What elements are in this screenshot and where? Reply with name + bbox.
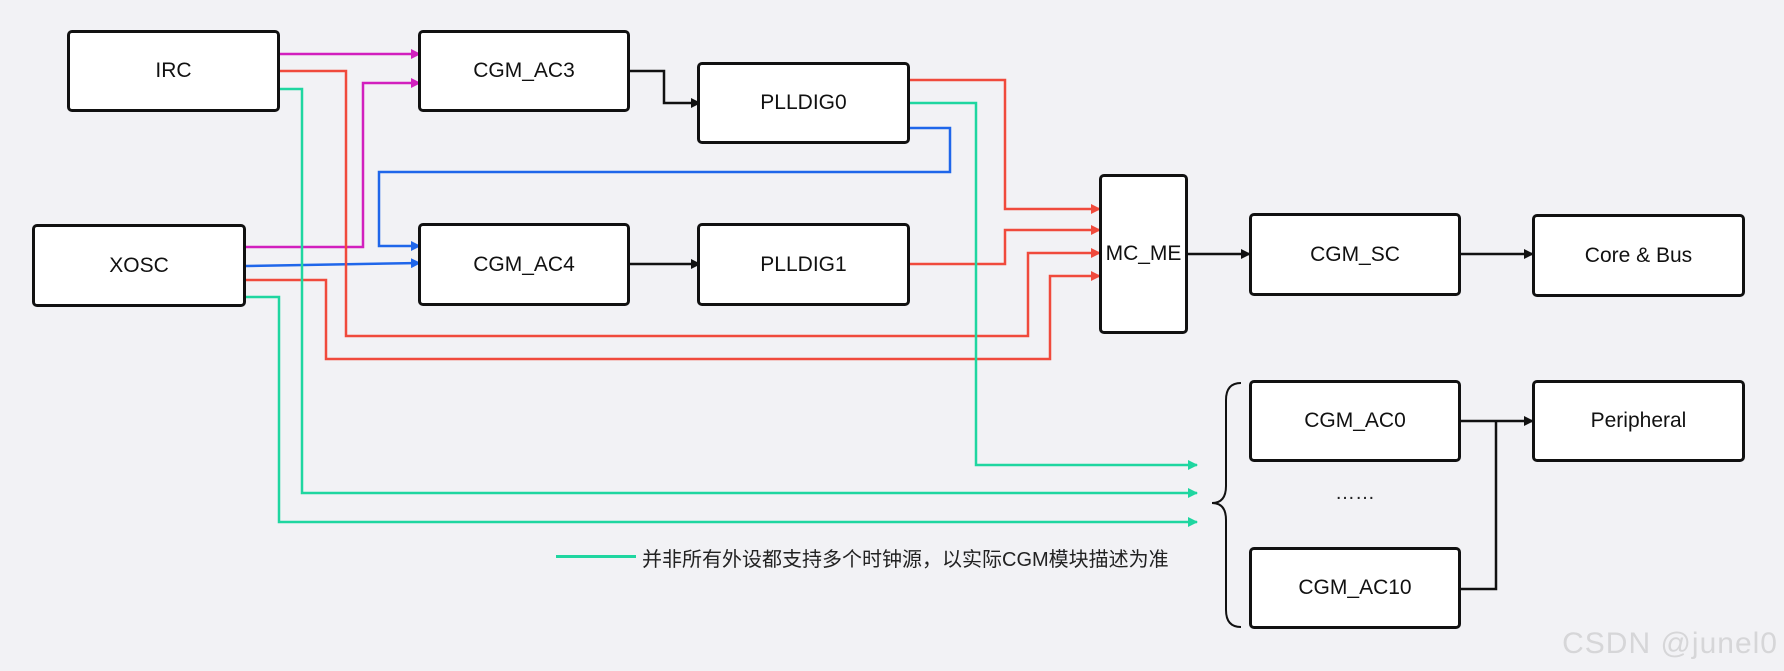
legend-note: 并非所有外设都支持多个时钟源，以实际CGM模块描述为准: [642, 549, 1169, 571]
irc-label: IRC: [155, 59, 192, 82]
cgm-ac3-label: CGM_AC3: [473, 59, 575, 82]
cgm-ac0-label: CGM_AC0: [1304, 409, 1406, 432]
legend-swatch: [556, 555, 636, 558]
wire-cgmac10-to-peripheral: [1461, 421, 1498, 591]
plldig1-label: PLLDIG1: [760, 252, 847, 276]
cgm-ac10-label: CGM_AC10: [1298, 576, 1412, 599]
wire-xosc-to-peripherals: [246, 295, 1198, 527]
wire-irc-to-peripherals: [280, 87, 1198, 498]
irc-node: IRC: [67, 30, 280, 112]
core-bus-label: Core & Bus: [1584, 243, 1693, 267]
xosc-label: XOSC: [109, 253, 169, 277]
peripheral-group-brace: [1211, 382, 1242, 628]
wire-xosc-to-cgmac4: [245, 258, 421, 269]
core-bus-node: Core & Bus: [1532, 214, 1745, 297]
mc-me-node: MC_ME: [1099, 174, 1188, 334]
cgm-ac0-node: CGM_AC0: [1249, 380, 1461, 462]
wire-plldig0-to-mcme: [910, 78, 1101, 214]
plldig1-node: PLLDIG1: [697, 223, 910, 306]
cgm-ac10-node: CGM_AC10: [1249, 547, 1461, 629]
peripheral-label: Peripheral: [1590, 409, 1687, 432]
wire-cgmac3-to-plldig0: [630, 69, 701, 108]
wire-plldig1-to-mcme: [910, 225, 1101, 266]
more-cgm-ellipsis: ……: [1335, 482, 1375, 504]
plldig0-label: PLLDIG0: [760, 91, 847, 114]
plldig0-node: PLLDIG0: [697, 62, 910, 144]
wire-plldig0-to-peripherals: [910, 101, 1198, 470]
watermark: CSDN @junel0: [1562, 627, 1778, 660]
cgm-ac3-node: CGM_AC3: [418, 30, 630, 112]
wire-plldig0-to-cgmac4: [377, 126, 952, 251]
peripheral-node: Peripheral: [1532, 380, 1745, 462]
cgm-sc-label: CGM_SC: [1310, 242, 1400, 266]
cgm-ac4-node: CGM_AC4: [418, 223, 630, 306]
wire-xosc-to-cgmac3: [246, 78, 421, 249]
cgm-sc-node: CGM_SC: [1249, 213, 1461, 296]
xosc-node: XOSC: [32, 224, 246, 307]
wire-xosc-to-mcme: [246, 271, 1101, 361]
wire-irc-to-mcme: [280, 69, 1101, 338]
cgm-ac4-label: CGM_AC4: [473, 252, 575, 276]
mc-me-label: MC_ME: [1105, 242, 1182, 265]
